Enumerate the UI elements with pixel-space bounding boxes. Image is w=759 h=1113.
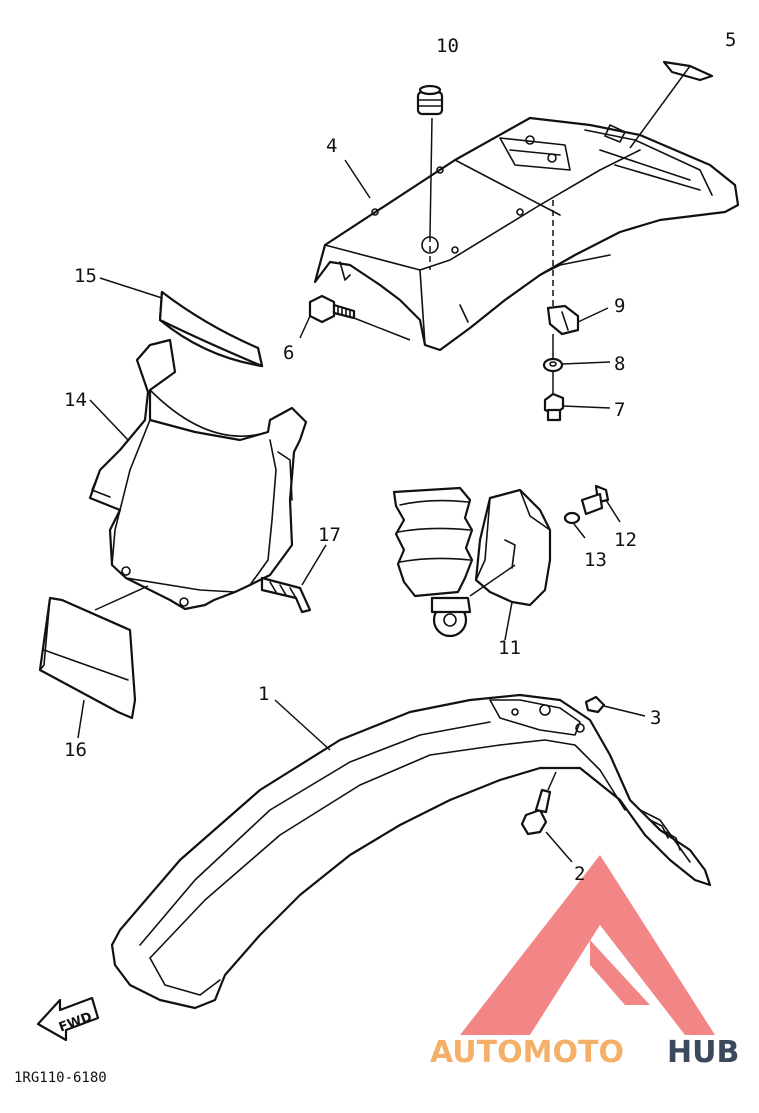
callout-2: 2 xyxy=(574,863,585,885)
part-7-screw xyxy=(543,392,565,422)
part-12-bolt xyxy=(580,484,610,516)
part-16-mudflap xyxy=(38,596,137,720)
part-8-washer xyxy=(542,357,564,373)
part-13-washer xyxy=(563,511,581,525)
callout-15: 15 xyxy=(74,265,97,287)
leader-lines xyxy=(77,65,691,863)
callout-9: 9 xyxy=(614,295,625,317)
callout-8: 8 xyxy=(614,353,625,375)
callout-17: 17 xyxy=(318,524,341,546)
part-9-clip-nut xyxy=(546,304,580,336)
part-10-grommet xyxy=(416,84,444,116)
callout-14: 14 xyxy=(64,389,87,411)
watermark-logo xyxy=(460,855,715,1035)
fwd-direction-arrow: FWD xyxy=(36,996,100,1042)
callout-3: 3 xyxy=(650,707,661,729)
drawing-code: 1RG110-6180 xyxy=(14,1070,107,1086)
part-15-strip xyxy=(158,290,264,368)
callout-5: 5 xyxy=(725,29,736,51)
watermark-text: AUTOMOTO HUB xyxy=(430,1035,739,1070)
part-17-bracket xyxy=(260,576,312,614)
callout-7: 7 xyxy=(614,399,625,421)
callout-16: 16 xyxy=(64,739,87,761)
part-4-tail-cover xyxy=(313,116,740,352)
part-6-bolt xyxy=(308,294,356,324)
callout-11: 11 xyxy=(498,637,521,659)
part-11-guard-plate xyxy=(474,488,552,607)
callout-12: 12 xyxy=(614,529,637,551)
callout-labels: 10 5 4 15 6 9 8 7 14 17 12 13 11 1 3 16 … xyxy=(64,29,736,885)
callout-10: 10 xyxy=(436,35,459,57)
part-2-bolt xyxy=(520,788,552,836)
part-5-plate xyxy=(662,60,714,82)
shock-absorber-reference xyxy=(392,486,474,638)
callout-1: 1 xyxy=(258,683,269,705)
part-3-screw xyxy=(584,695,606,714)
watermark-text-part1: AUTOMOTO xyxy=(430,1035,624,1070)
callout-13: 13 xyxy=(584,549,607,571)
callout-6: 6 xyxy=(283,342,294,364)
part-1-front-fender xyxy=(110,693,712,1010)
callout-4: 4 xyxy=(326,135,337,157)
part-14-inner-fender xyxy=(88,338,308,611)
watermark-text-part2: HUB xyxy=(667,1035,739,1070)
